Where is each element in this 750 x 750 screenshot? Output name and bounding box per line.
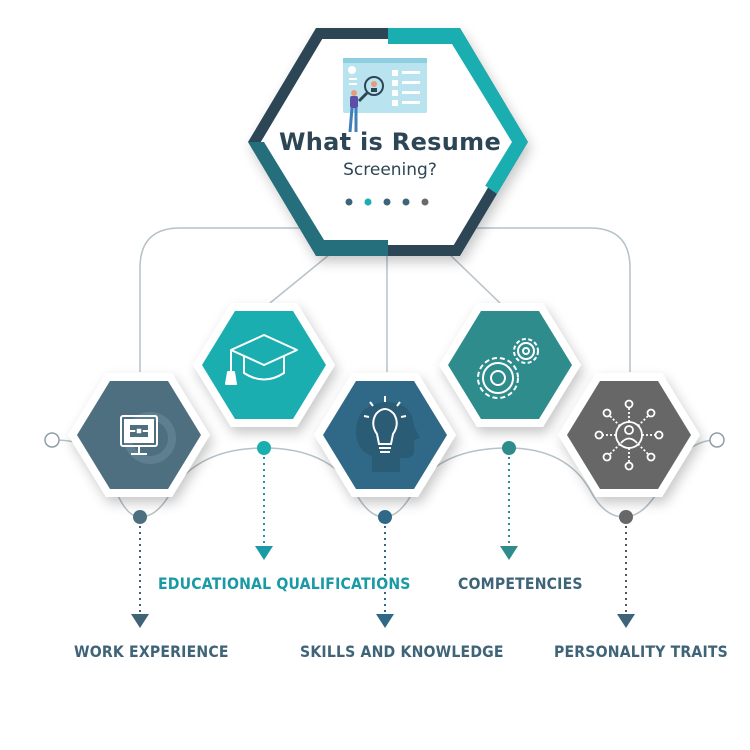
connector-lines: [139, 227, 631, 372]
hexagon-skills-and-knowledge: [314, 373, 456, 497]
hexagon-personality-traits: [558, 373, 700, 497]
graduation-cap-icon: [225, 334, 298, 385]
label-competencies: COMPETENCIES: [458, 574, 583, 593]
resume-screen-illustration: [343, 58, 427, 133]
briefcase-globe-icon: [120, 412, 176, 464]
wave-end-right: [709, 432, 725, 448]
connector-pers: [470, 227, 631, 372]
label-personality-traits: PERSONALITY TRAITS: [554, 642, 728, 661]
connector-work: [139, 227, 300, 372]
arrow-heads: [131, 546, 635, 628]
connector-comp: [444, 249, 501, 304]
wave-end-left: [44, 432, 60, 448]
lightbulb-head-icon: [356, 396, 420, 472]
label-educational-qualifications: EDUCATIONAL QUALIFICATIONS: [158, 574, 411, 593]
title-sub: Screening?: [343, 160, 437, 180]
hexagon-work-experience: [68, 373, 210, 497]
label-arrows: [139, 457, 627, 614]
pagination-dots: [345, 198, 429, 206]
label-work-experience: WORK EXPERIENCE: [74, 642, 229, 661]
connector-edu: [269, 249, 336, 304]
person-network-icon: [594, 399, 664, 471]
wave-nodes: [133, 441, 633, 524]
gears-icon: [477, 338, 539, 399]
title-hexagon: [248, 28, 528, 256]
hexagon-educational-qualifications: [193, 303, 335, 427]
hexagon-competencies: [439, 303, 581, 427]
title-main: What is Resume: [278, 128, 502, 156]
label-skills-and-knowledge: SKILLS AND KNOWLEDGE: [300, 642, 504, 661]
